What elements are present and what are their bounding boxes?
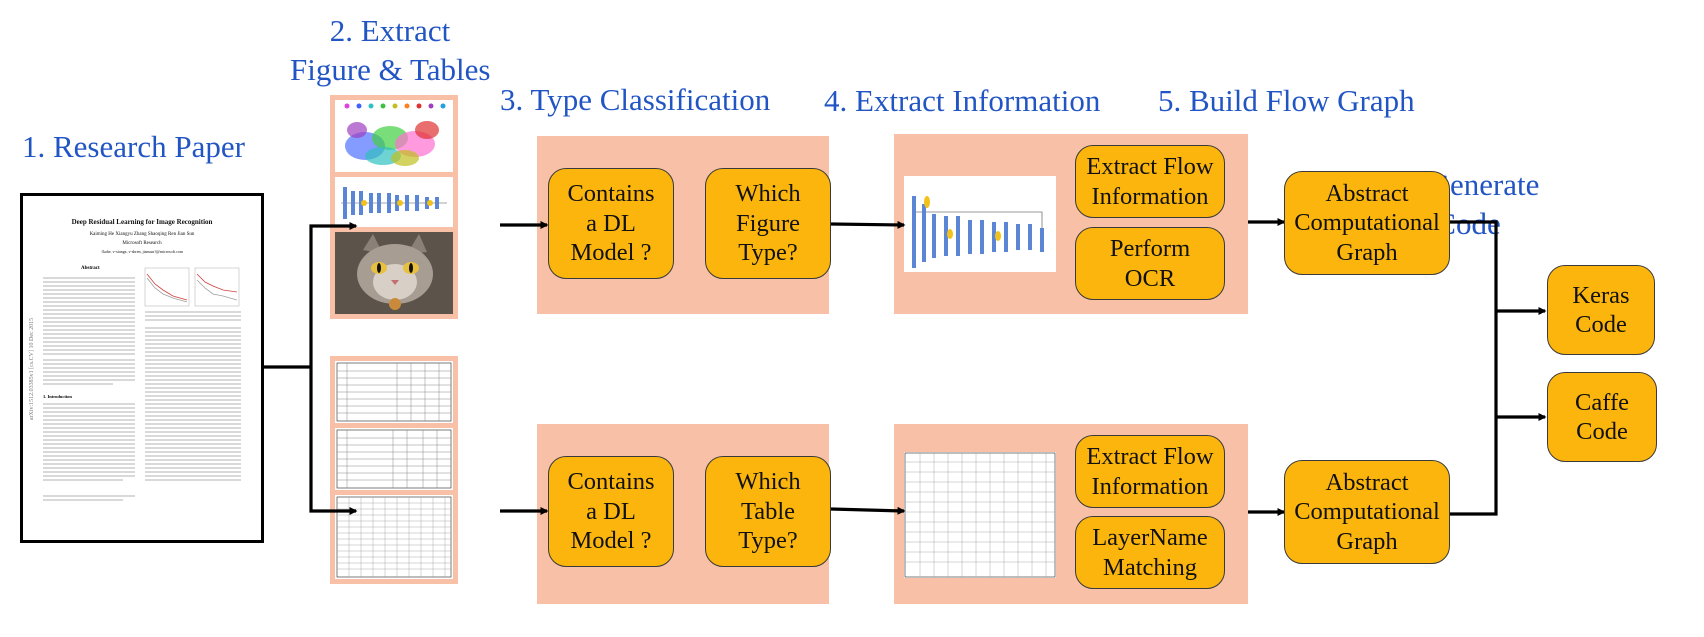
stage-2-title: 2. Extract Figure & Tables — [290, 12, 490, 90]
paper-authors: Kaiming He Xiangyu Zhang Shaoqing Ren Ji… — [89, 232, 195, 237]
bottom-abstract-graph-node: Abstract Computational Graph — [1284, 460, 1450, 564]
paper-mini-plots — [144, 267, 240, 307]
bottom-extract-flow-node: Extract Flow Information — [1075, 435, 1225, 508]
flow-figure-thumbnail — [904, 176, 1056, 272]
stage-2-title-line2: Figure & Tables — [290, 51, 491, 87]
bottom-which-table-type-node: Which Table Type? — [705, 456, 831, 567]
stage-4-title: 4. Extract Information — [824, 83, 1101, 118]
table-thumbnail-2 — [335, 428, 453, 490]
table-grid-graphic-1 — [336, 362, 452, 422]
table-thumbnail-1 — [335, 361, 453, 423]
top-abstract-graph-node: Abstract Computational Graph — [1284, 171, 1450, 275]
top-extract-flow-node: Extract Flow Information — [1075, 145, 1225, 218]
extracted-tables-panel — [330, 356, 458, 584]
stage-3-title: 3. Type Classification — [500, 82, 771, 117]
caffe-code-node: Caffe Code — [1547, 372, 1657, 462]
keras-code-node: Keras Code — [1547, 265, 1655, 355]
layer-table-thumbnail — [904, 452, 1056, 578]
layername-matching-node: LayerName Matching — [1075, 516, 1225, 589]
paper-affiliation: Microsoft Research — [122, 241, 162, 246]
paper-body-lines — [43, 267, 241, 501]
connector-top-graph-to-merge — [1450, 220, 1498, 516]
table-thumbnail-3 — [335, 495, 453, 579]
top-contains-dl-model-node: Contains a DL Model ? — [548, 168, 674, 279]
connector-paper-to-figures — [309, 222, 358, 367]
cat-photo-graphic — [335, 232, 453, 314]
connector-bottom-classify-to-extract — [830, 506, 906, 515]
network-figure-thumbnail — [335, 177, 453, 227]
table-grid-graphic-2 — [336, 429, 452, 489]
tsne-figure-thumbnail — [335, 100, 453, 172]
flow-figure-graphic — [912, 196, 1044, 268]
tsne-scatter-graphic — [344, 103, 446, 166]
paper-intro-heading: 1. Introduction — [43, 394, 72, 399]
connector-paper-to-tables — [309, 367, 358, 515]
cat-photo-thumbnail — [335, 232, 453, 314]
paper-abstract-heading: Abstract — [81, 266, 100, 271]
network-blocks-graphic — [341, 187, 447, 219]
research-paper-thumbnail: Deep Residual Learning for Image Recogni… — [20, 193, 264, 543]
layer-table-graphic — [904, 452, 1056, 578]
stage-2-title-line1: 2. Extract — [329, 13, 451, 48]
stage-1-title: 1. Research Paper — [22, 129, 245, 164]
perform-ocr-node: Perform OCR — [1075, 227, 1225, 300]
connector-top-classify-to-extract — [830, 220, 906, 229]
table-grid-graphic-3 — [336, 496, 452, 578]
stage-5-title: 5. Build Flow Graph — [1158, 83, 1415, 118]
top-which-figure-type-node: Which Figure Type? — [705, 168, 831, 279]
bottom-contains-dl-model-node: Contains a DL Model ? — [548, 456, 674, 567]
paper-emails: {kahe, v-xiangz, v-shren, jiansun}@micro… — [101, 249, 183, 254]
paper-title: Deep Residual Learning for Image Recogni… — [71, 218, 213, 226]
extracted-figures-panel — [330, 95, 458, 319]
